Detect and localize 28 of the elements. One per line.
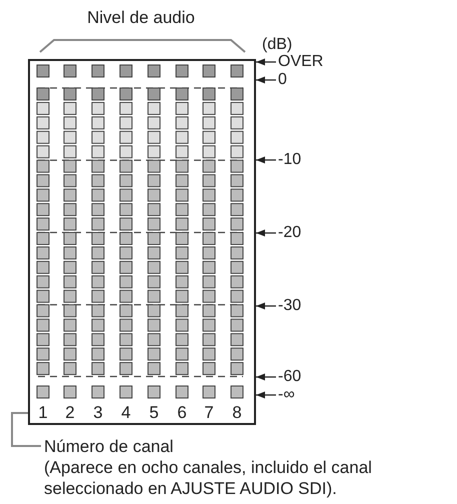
caption-heading: Número de canal [44,436,174,457]
channel-number: 4 [120,403,132,423]
pointer-arrow [256,302,276,310]
channel-number: 1 [37,403,49,423]
unit-label: (dB) [262,36,292,54]
pointer-arrow [256,230,276,236]
channel-number: 6 [176,403,188,423]
scale-label: -∞ [278,386,295,404]
channel-number: 7 [203,403,215,423]
pointer-arrow [256,58,276,66]
heading-label: Nivel de audio [86,8,196,28]
channel-number: 5 [148,403,160,423]
scale-label: -30 [278,297,302,315]
level-meter-panel [28,59,256,425]
leader-line [11,412,41,447]
channel-number: 3 [92,403,104,423]
channel-number: 8 [231,403,243,423]
pointer-arrow [256,392,276,398]
caption-note: (Aparece en ocho canales, incluido el canal seleccionado en AJUSTE AUDIO SDI). [44,457,373,499]
scale-label: -10 [278,151,302,169]
pointer-arrow [256,76,276,84]
scale-label: -20 [278,224,302,242]
channel-number: 2 [64,403,76,423]
scale-label: 0 [278,71,287,89]
scale-label: OVER [278,53,324,71]
scale-label: -60 [278,368,302,386]
pointer-arrow [256,156,276,164]
pointer-arrow [256,374,276,380]
